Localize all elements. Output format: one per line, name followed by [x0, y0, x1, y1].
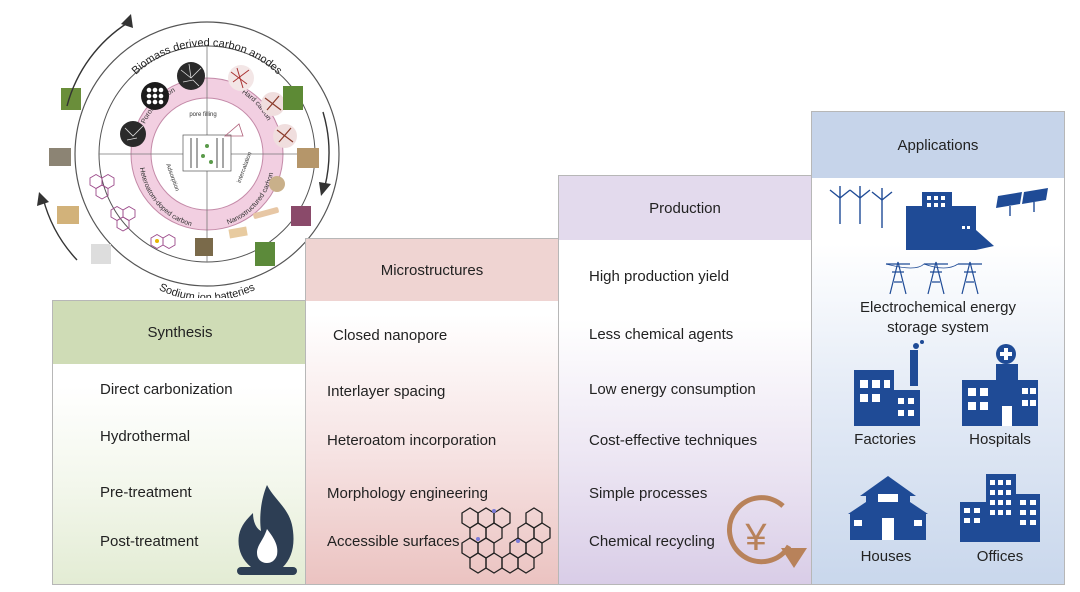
- solar-panel-icon: [996, 188, 1048, 216]
- microstructure-item: Morphology engineering: [327, 485, 488, 502]
- synthesis-item: Direct carbonization: [100, 381, 233, 398]
- production-header: Production: [559, 176, 811, 240]
- fiber-particle-icon: [253, 207, 279, 219]
- triangle-sketch-icon: [223, 123, 244, 137]
- microstructures-header: Microstructures: [306, 239, 558, 301]
- cube-particle-icon: [195, 238, 213, 256]
- storage-label-line1: Electrochemical energy: [860, 299, 1016, 316]
- porous-sem-icon: [120, 121, 146, 147]
- microstructure-item: Closed nanopore: [333, 327, 448, 344]
- production-item: Chemical recycling: [589, 533, 715, 550]
- biomass-photo-icon: [255, 242, 275, 266]
- microstructure-item: Interlayer spacing: [327, 383, 446, 400]
- biomass-photo-icon: [283, 86, 303, 110]
- microstructure-item: Heteroatom incorporation: [327, 432, 497, 449]
- biomass-photo-icon: [57, 206, 79, 224]
- sheet-particle-icon: [228, 226, 248, 239]
- sphere-particle-icon: [269, 176, 285, 192]
- synthesis-item: Hydrothermal: [100, 428, 191, 445]
- biomass-photo-icon: [291, 206, 311, 226]
- storage-label-line2: storage system: [887, 319, 989, 336]
- offices-label: Offices: [976, 548, 1024, 565]
- biomass-photo-icon: [61, 88, 81, 110]
- microstructures-panel: Microstructures Closed nanopore Interlay…: [305, 238, 559, 585]
- synthesis-panel: Synthesis Direct carbonization Hydrother…: [52, 300, 308, 585]
- biomass-photo-icon: [49, 148, 71, 166]
- microstructure-item: Accessible surfaces: [327, 533, 460, 550]
- hard-carbon-image-icon: [228, 65, 254, 91]
- energy-storage-illustration-icon: [829, 186, 1048, 295]
- cycle-arrow-icon: [66, 21, 130, 107]
- hard-carbon-image-icon: [261, 92, 285, 116]
- production-item: Cost-effective techniques: [589, 432, 758, 449]
- production-item: Less chemical agents: [589, 326, 734, 343]
- hospitals-label: Hospitals: [969, 431, 1031, 448]
- production-panel: Production High production yield Less ch…: [558, 175, 812, 585]
- pore-filling-label: pore filling: [189, 112, 216, 118]
- biomass-photo-icon: [297, 148, 319, 168]
- wind-turbine-icon: [829, 186, 893, 228]
- production-item: Simple processes: [589, 485, 708, 502]
- biomass-wheel-diagram: Biomass derived carbon anodes Sodium ion…: [37, 14, 340, 298]
- porous-sem-icon: [177, 62, 205, 90]
- synthesis-item: Post-treatment: [100, 533, 199, 550]
- hexagon-network-icon: [110, 205, 136, 232]
- production-item: Low energy consumption: [589, 381, 756, 398]
- production-item: High production yield: [589, 268, 730, 285]
- applications-header: Applications: [812, 112, 1064, 178]
- power-tower-icon: [885, 261, 982, 295]
- arrow-head-icon: [37, 192, 49, 206]
- battery-schematic-icon: [182, 134, 232, 172]
- yen-symbol: ¥: [744, 517, 767, 559]
- hexagon-lattice-icon: [461, 507, 551, 574]
- factories-label: Factories: [854, 431, 916, 448]
- hospital-icon: [962, 344, 1038, 426]
- factory-icon: [854, 340, 924, 426]
- arrow-head-icon: [121, 14, 133, 28]
- cycle-arrow-icon: [42, 197, 78, 261]
- applications-panel: Applications: [811, 111, 1065, 585]
- flame-icon: [237, 485, 297, 575]
- house-icon: [848, 476, 928, 540]
- yen-recycle-icon: ¥: [726, 495, 807, 568]
- arrow-head-icon: [319, 182, 331, 196]
- houses-label: Houses: [860, 548, 912, 565]
- power-plant-icon: [906, 192, 994, 250]
- biomass-photo-icon: [91, 244, 111, 264]
- synthesis-header: Synthesis: [53, 301, 307, 364]
- porous-micrograph-icon: [141, 82, 169, 110]
- hard-carbon-image-icon: [273, 124, 297, 148]
- hexagon-network-icon: [89, 173, 115, 200]
- cycle-arrow-icon: [322, 111, 330, 187]
- synthesis-item: Pre-treatment: [100, 484, 192, 501]
- hexagon-network-icon: [150, 233, 176, 250]
- office-icon: [960, 474, 1040, 542]
